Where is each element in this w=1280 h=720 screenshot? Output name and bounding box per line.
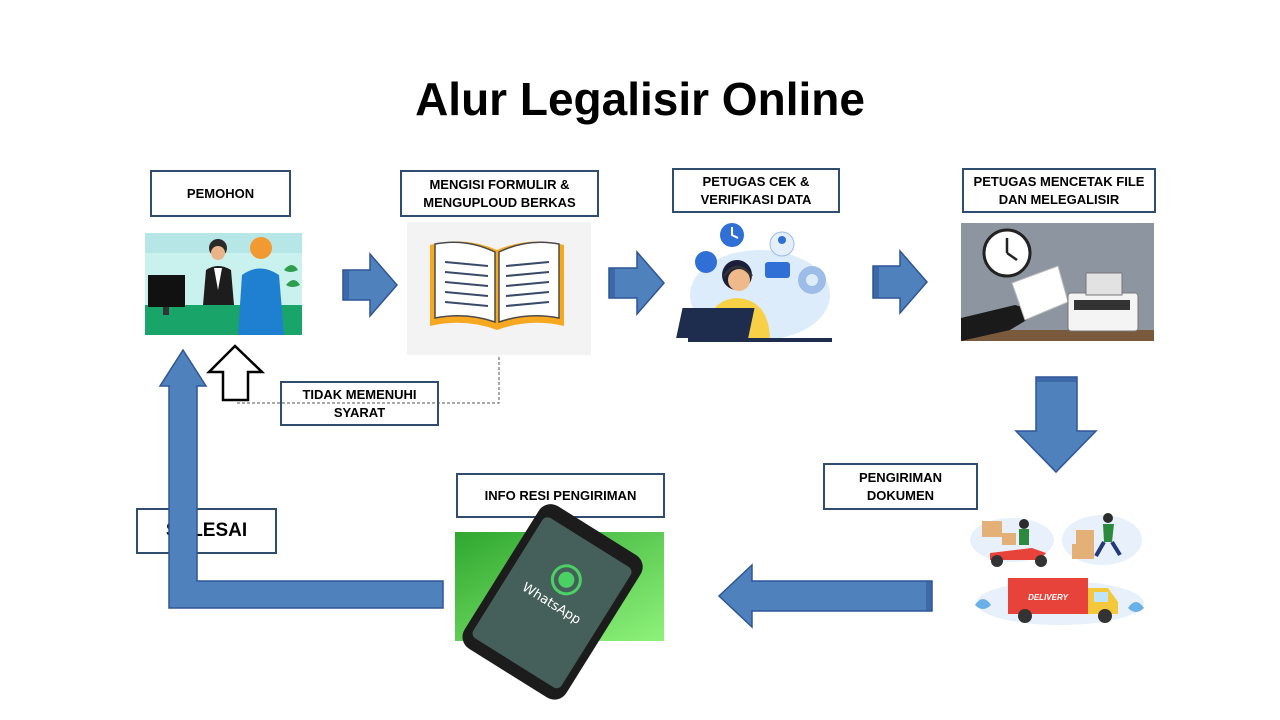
label-petugas-cetak: PETUGAS MENCETAK FILE DAN MELEGALISIR	[962, 168, 1156, 213]
delivery-illustration: DELIVERY	[970, 513, 1144, 625]
whatsapp-illustration: WhatsApp	[455, 504, 664, 700]
label-pemohon: PEMOHON	[150, 170, 291, 217]
agent-illustration	[676, 223, 832, 342]
arrow-return	[158, 348, 444, 609]
arrow-left	[717, 563, 933, 629]
arrow-up-outline	[205, 344, 266, 402]
arrow-right-2	[608, 249, 665, 317]
label-pengiriman-dokumen: PENGIRIMAN DOKUMEN	[823, 463, 978, 510]
arrow-down	[1014, 376, 1098, 474]
diagram-title: Alur Legalisir Online	[415, 73, 865, 125]
arrow-right-1	[342, 251, 398, 319]
pemohon-illustration	[145, 233, 302, 335]
arrow-right-3	[872, 248, 928, 316]
delivery-truck-text: DELIVERY	[1028, 593, 1069, 602]
label-petugas-verifikasi: PETUGAS CEK & VERIFIKASI DATA	[672, 168, 840, 213]
printer-illustration	[961, 223, 1154, 341]
dashed-reject-line	[236, 357, 500, 404]
book-illustration	[407, 222, 591, 355]
label-mengisi-formulir: MENGISI FORMULIR & MENGUPLOUD BERKAS	[400, 170, 599, 217]
